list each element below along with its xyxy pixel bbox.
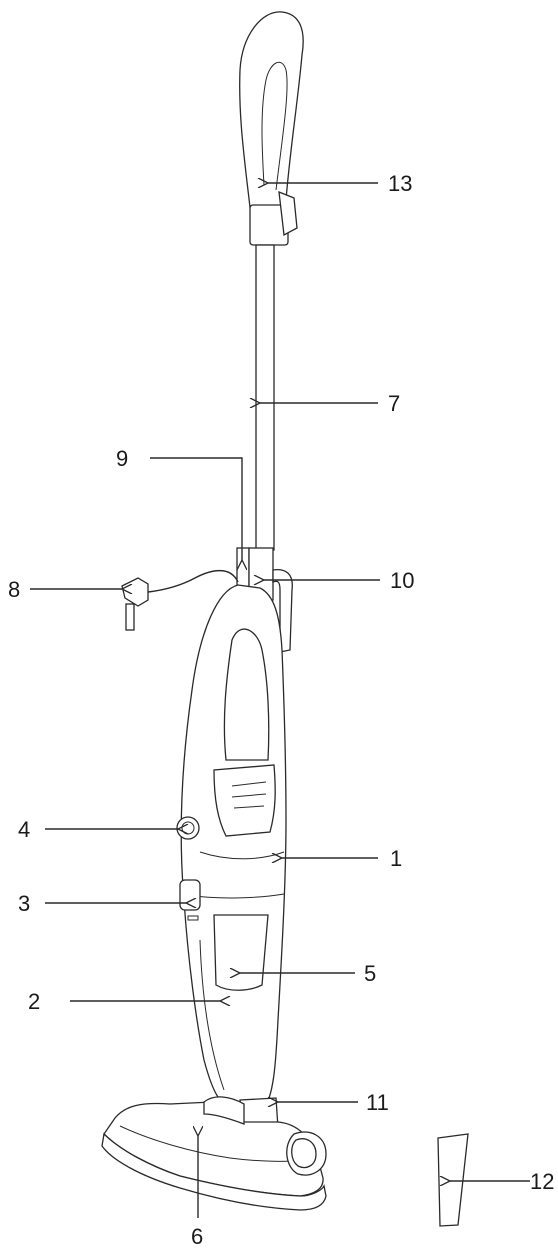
top-handle (239, 11, 304, 246)
crevice-tool (437, 1133, 469, 1227)
callout-8: 8 (8, 577, 20, 602)
leader-lines (30, 183, 530, 1218)
power-button (176, 816, 200, 840)
callout-11: 11 (366, 1090, 389, 1115)
callout-3: 3 (18, 891, 30, 916)
main-body (180, 584, 287, 1111)
callout-9: 9 (116, 446, 128, 471)
callout-12: 12 (530, 1169, 554, 1194)
callout-5: 5 (364, 961, 376, 986)
callout-4: 4 (18, 817, 30, 842)
callout-6: 6 (191, 1224, 203, 1249)
extension-tube (255, 244, 275, 551)
leader-9 (150, 457, 242, 560)
callout-7: 7 (388, 391, 400, 416)
callout-2: 2 (28, 989, 40, 1014)
callout-labels: 13 7 9 8 10 4 1 3 5 2 11 6 12 (8, 171, 554, 1249)
floor-brush (101, 1096, 327, 1211)
callout-10: 10 (390, 568, 414, 593)
callout-1: 1 (390, 846, 402, 871)
callout-13: 13 (388, 171, 412, 196)
